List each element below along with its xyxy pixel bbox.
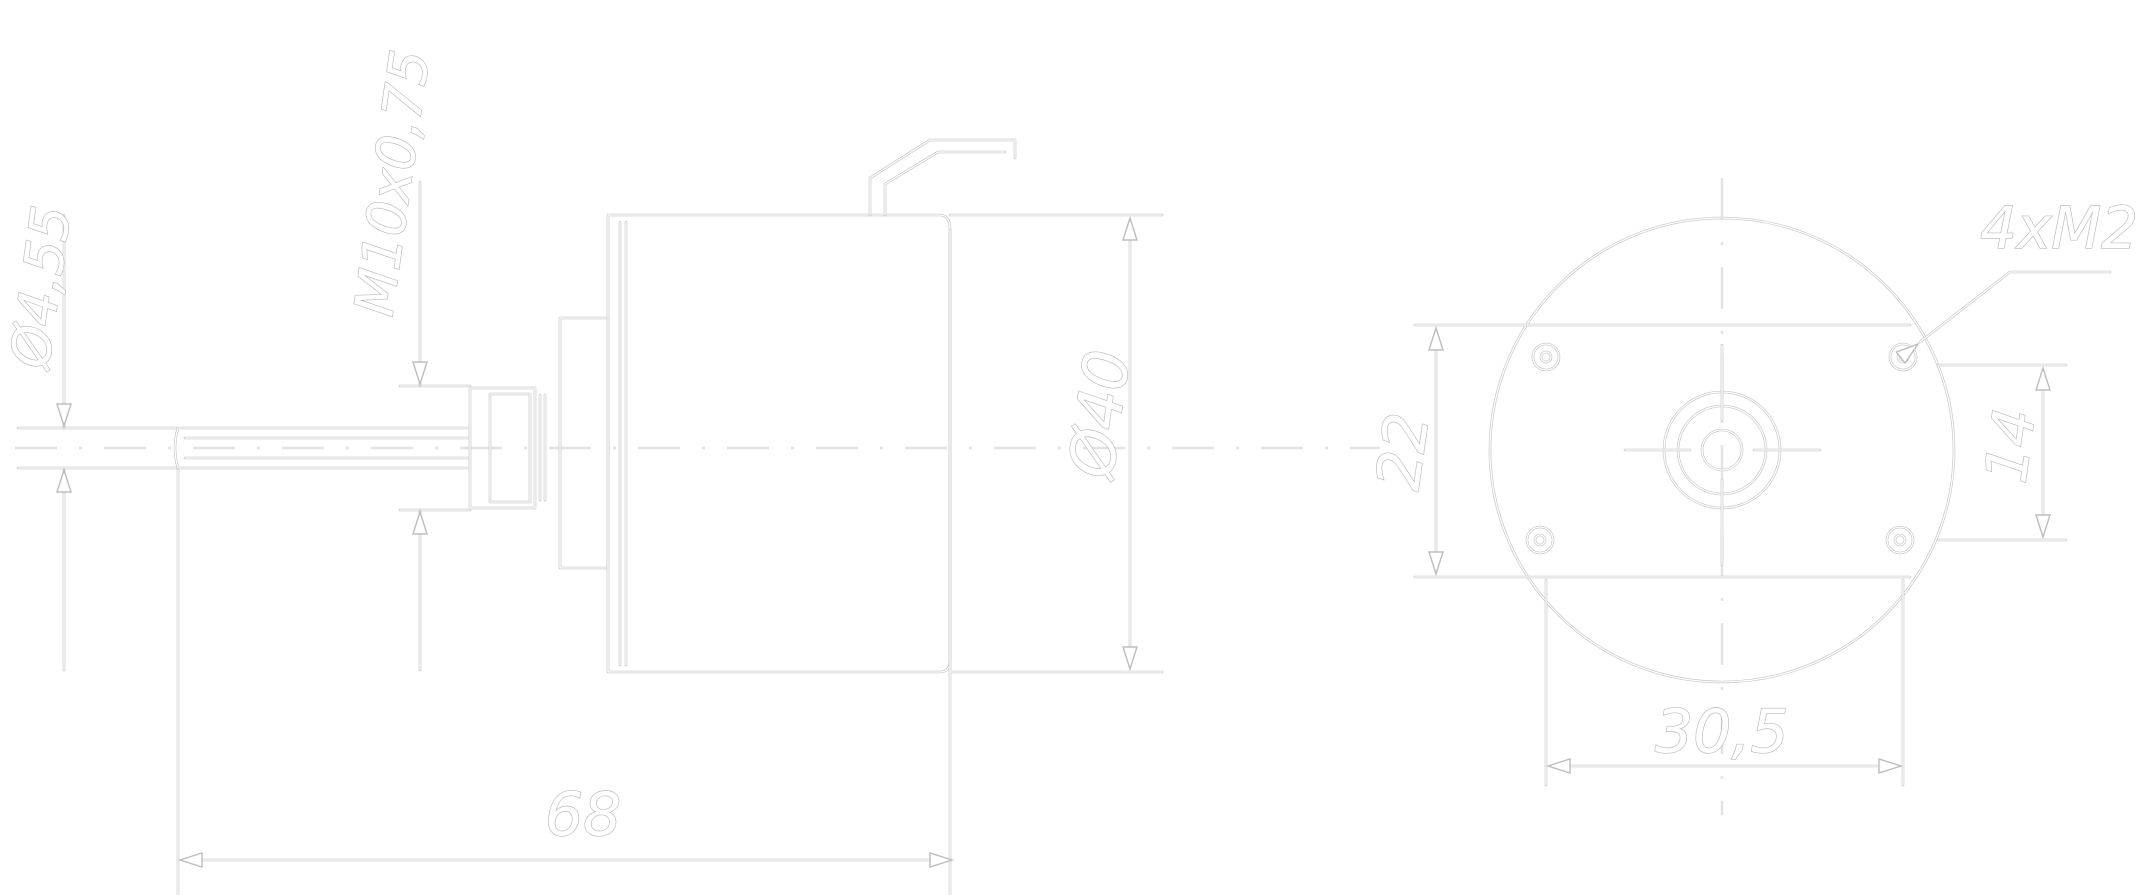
dimension-shaft-diameter: Ø4,55 [0, 201, 84, 672]
wire-lead [868, 138, 1017, 217]
mounting-holes [1525, 342, 1918, 555]
side-view: Ø4,55 M10x0,75 Ø40 68 [0, 45, 1380, 895]
hub [1623, 343, 1822, 567]
label-thread: M10x0,75 [342, 46, 442, 320]
mounting-hole [1525, 525, 1555, 555]
threaded-collar [398, 316, 610, 570]
label-hole-spacing-horizontal: 30,5 [1655, 697, 1789, 767]
label-hole-spacing-vertical: 22 [1364, 409, 1444, 494]
front-view: 22 14 30,5 4xM2 [1363, 178, 2139, 815]
label-mounting-thread: 4xM2 [1980, 194, 2138, 262]
motor-body [606, 213, 1164, 895]
mounting-hole [1885, 525, 1915, 555]
dimension-hole-spacing-vertical: 22 [1363, 323, 1912, 579]
dimension-length: 68 [176, 468, 953, 895]
label-length: 68 [545, 780, 621, 850]
mounting-hole [1531, 342, 1561, 372]
dimension-thread: M10x0,75 [342, 45, 443, 672]
dimension-body-diameter: Ø40 [1053, 217, 1145, 670]
label-shaft-diameter: Ø4,55 [0, 202, 84, 374]
shaft [16, 426, 472, 470]
leader-mounting-thread: 4xM2 [1895, 193, 2139, 364]
dimension-hole-spacing-horizontal: 30,5 [1544, 578, 1905, 787]
label-hole-spacing-right: 14 [1972, 404, 2050, 487]
dimension-hole-spacing-right: 14 [1936, 363, 2068, 542]
